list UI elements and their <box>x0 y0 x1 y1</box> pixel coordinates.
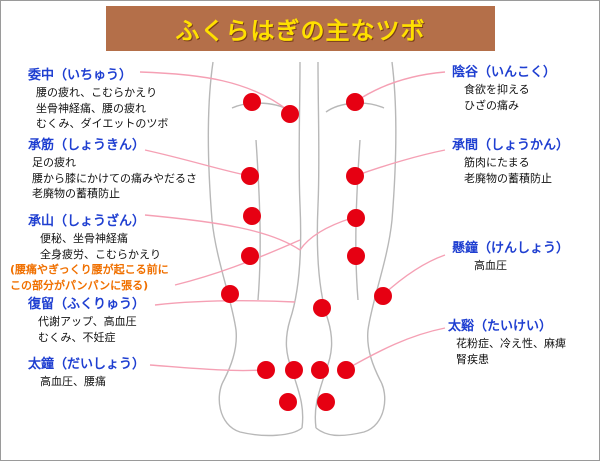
point-taishou-name: 太鐘（だいしょう） <box>28 357 146 372</box>
connector-iichuu <box>139 71 291 113</box>
point-iichuu-desc-1: 腰の疲れ、こむらかえり <box>36 86 158 99</box>
title-banner: ふくらはぎの主なツボ <box>106 6 495 51</box>
point-shouzan-note-1: (腰痛やぎっくり腰が起こる前に <box>10 263 169 276</box>
point-shouzan-desc-1: 便秘、坐骨神経痛 <box>40 232 128 245</box>
dot-shouzan-right <box>347 209 365 227</box>
point-shouzan-name: 承山（しょうざん） <box>28 214 146 229</box>
point-taikei: 太谿（たいけい） 花粉症、冷え性、麻痺 腎疾患 <box>448 318 566 367</box>
point-taikei-name: 太谿（たいけい） <box>448 319 553 334</box>
right-leg-outer <box>315 61 397 437</box>
acupoint-dots <box>221 93 392 411</box>
point-kenshou-desc-1: 高血圧 <box>474 259 507 272</box>
point-inkoku: 陰谷（いんこく） 食欲を抑える ひざの痛み <box>452 64 556 113</box>
point-shoukan: 承間（しょうかん） 筋肉にたまる 老廃物の蓄積防止 <box>452 137 569 186</box>
left-leg-outer <box>207 61 303 437</box>
page-title: ふくらはぎの主なツボ <box>175 17 426 45</box>
point-inkoku-desc-2: ひざの痛み <box>464 98 519 112</box>
point-taikei-desc-2: 腎疾患 <box>456 352 489 366</box>
point-inkoku-desc-1: 食欲を抑える <box>464 83 530 96</box>
point-shouzan: 承山（しょうざん） 便秘、坐骨神経痛 全身疲労、こむらかえり (腰痛やぎっくり腰… <box>10 213 169 293</box>
leg-outlines <box>207 61 397 437</box>
point-shouzan-note-2: この部分がパンパンに張る) <box>10 278 149 292</box>
dot-upper-left <box>241 247 259 265</box>
point-shoukan-name: 承間（しょうかん） <box>452 138 570 153</box>
point-kenshou: 懸鐘（けんしょう） 高血圧 <box>452 240 569 274</box>
point-iichuu-name: 委中（いちゅう） <box>28 68 133 83</box>
point-shoukan-desc-2: 老廃物の蓄積防止 <box>464 171 552 185</box>
point-taikei-desc-1: 花粉症、冷え性、麻痺 <box>456 337 566 350</box>
connector-kenshou <box>382 254 446 296</box>
right-leg-inner <box>314 61 333 429</box>
point-fukuryuu: 復留（ふくりゅう） 代謝アップ、高血圧 むくみ、不妊症 <box>28 296 145 345</box>
dot-iichuu-left <box>243 93 261 111</box>
point-shoukin-desc-3: 老廃物の蓄積防止 <box>32 187 120 200</box>
point-shoukin-desc-2: 腰から膝にかけての痛みやだるさ <box>32 171 197 185</box>
point-iichuu-desc-2: 坐骨神経痛、腰の疲れ <box>36 101 146 115</box>
dot-ankle-left-inner <box>285 361 303 379</box>
point-kenshou-name: 懸鐘（けんしょう） <box>452 241 570 256</box>
dot-fukuryuu-outer-left <box>221 285 239 303</box>
dot-iichuu-center <box>281 105 299 123</box>
dot-kenshou-right <box>374 287 392 305</box>
dot-inkoku-right <box>346 93 364 111</box>
dot-heel-right <box>317 393 335 411</box>
point-inkoku-name: 陰谷（いんこく） <box>452 65 557 80</box>
connector-taishou <box>149 364 263 372</box>
point-fukuryuu-desc-2: むくみ、不妊症 <box>38 330 116 344</box>
point-shouzan-desc-2: 全身疲労、こむらかえり <box>40 247 161 261</box>
connector-shoukin <box>144 149 251 177</box>
dot-ankle-right-inner <box>311 361 329 379</box>
connector-shouzan <box>144 214 301 251</box>
point-iichuu-desc-3: むくみ、ダイエットのツボ <box>36 117 169 130</box>
point-shoukin-desc-1: 足の疲れ <box>32 156 76 169</box>
point-fukuryuu-desc-1: 代謝アップ、高血圧 <box>38 315 137 328</box>
point-taishou: 太鐘（だいしょう） 高血圧、腰痛 <box>28 356 145 390</box>
point-iichuu: 委中（いちゅう） 腰の疲れ、こむらかえり 坐骨神経痛、腰の疲れ むくみ、ダイエッ… <box>28 67 168 132</box>
connector-shouzan-b <box>299 217 353 251</box>
point-shoukin-name: 承筋（しょうきん） <box>28 138 146 153</box>
point-shoukan-desc-1: 筋肉にたまる <box>464 156 530 169</box>
point-shoukin: 承筋（しょうきん） 足の疲れ 腰から膝にかけての痛みやだるさ 老廃物の蓄積防止 <box>28 137 197 202</box>
calf-line-left <box>255 139 261 301</box>
connector-shoukan <box>354 149 446 177</box>
connector-inkoku <box>354 71 446 103</box>
dot-shoukin-left <box>241 167 259 185</box>
point-taishou-desc-1: 高血圧、腰痛 <box>40 375 106 388</box>
dot-fukuryuu-center <box>313 299 331 317</box>
dot-shouzan-left <box>243 207 261 225</box>
dot-taikei-right <box>337 361 355 379</box>
point-fukuryuu-name: 復留（ふくりゅう） <box>28 297 146 312</box>
connector-note <box>174 239 301 286</box>
dot-heel-left <box>279 393 297 411</box>
dot-upper-right <box>347 247 365 265</box>
connector-lines <box>139 71 446 372</box>
connector-taikei <box>344 327 446 371</box>
dot-shoukan-right <box>346 167 364 185</box>
dot-taishou-left <box>257 361 275 379</box>
